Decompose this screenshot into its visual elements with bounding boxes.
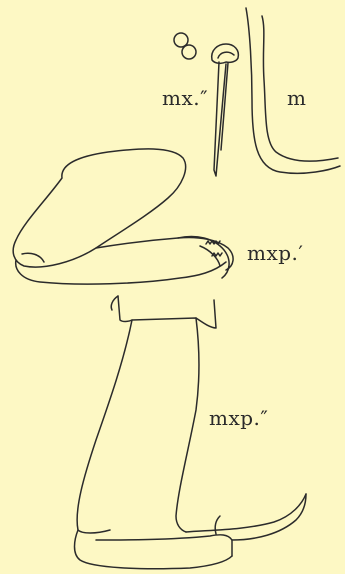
- small-circle-bottom: [182, 45, 196, 59]
- label-mx2: mx.″: [162, 86, 208, 110]
- connector-collar-left: [111, 296, 118, 310]
- mx2-appendage: [212, 44, 239, 176]
- label-mxp1: mxp.′: [247, 241, 303, 265]
- connector-collar: [118, 296, 216, 328]
- label-m: m: [287, 86, 306, 110]
- mxp1-appendage: [13, 149, 233, 284]
- label-mxp2: mxp.″: [209, 406, 268, 430]
- mxp2-appendage: [75, 318, 307, 569]
